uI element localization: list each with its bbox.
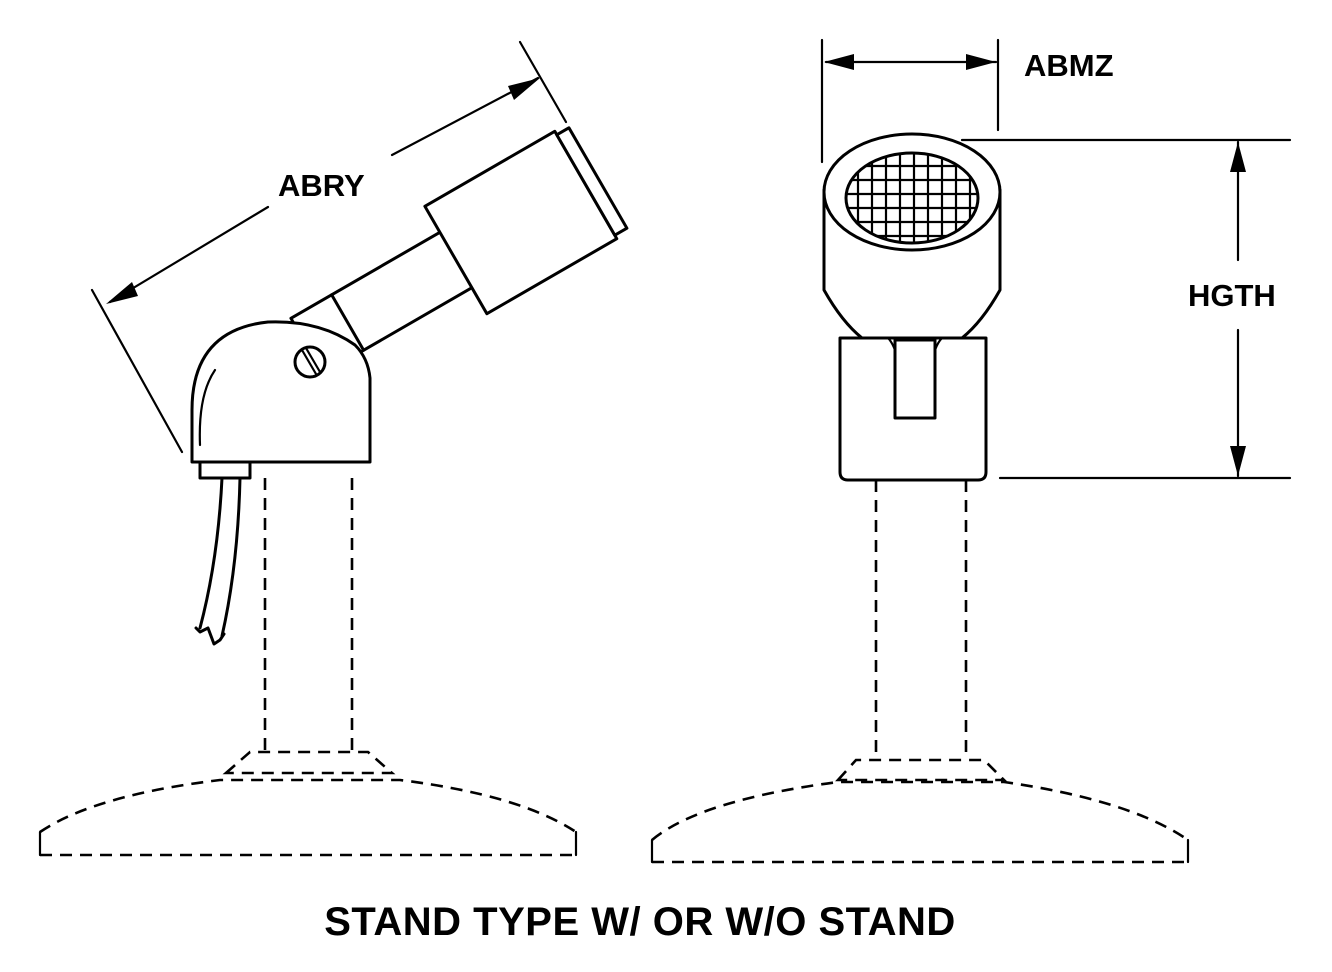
abry-dimension: ABRY [90, 40, 568, 454]
side-view: ABRY [38, 40, 629, 857]
figure-caption: STAND TYPE W/ OR W/O STAND [324, 900, 956, 944]
side-view-stand-post [263, 478, 354, 752]
abmz-label: ABMZ [1024, 48, 1114, 83]
side-view-stand-base [38, 750, 578, 857]
hgth-dimension: HGTH [960, 138, 1292, 480]
abmz-dimension: ABMZ [820, 38, 1114, 164]
front-view: ABMZ HGTH [650, 38, 1292, 864]
side-view-swivel-head [190, 320, 372, 480]
arrow-left-icon [106, 282, 138, 304]
arrow-down-icon [1230, 446, 1246, 476]
arrow-left-icon [824, 54, 854, 70]
screw-icon [293, 345, 327, 379]
side-view-cable [194, 476, 242, 646]
abry-label: ABRY [278, 168, 365, 203]
front-view-mic-head [822, 132, 1002, 340]
arrow-right-icon [966, 54, 996, 70]
front-view-mount-block [838, 336, 988, 482]
hgth-label: HGTH [1188, 278, 1276, 313]
arrow-right-icon [508, 78, 540, 100]
front-view-stand-base [650, 758, 1190, 864]
arrow-up-icon [1230, 142, 1246, 172]
front-view-stand-post [874, 480, 968, 760]
